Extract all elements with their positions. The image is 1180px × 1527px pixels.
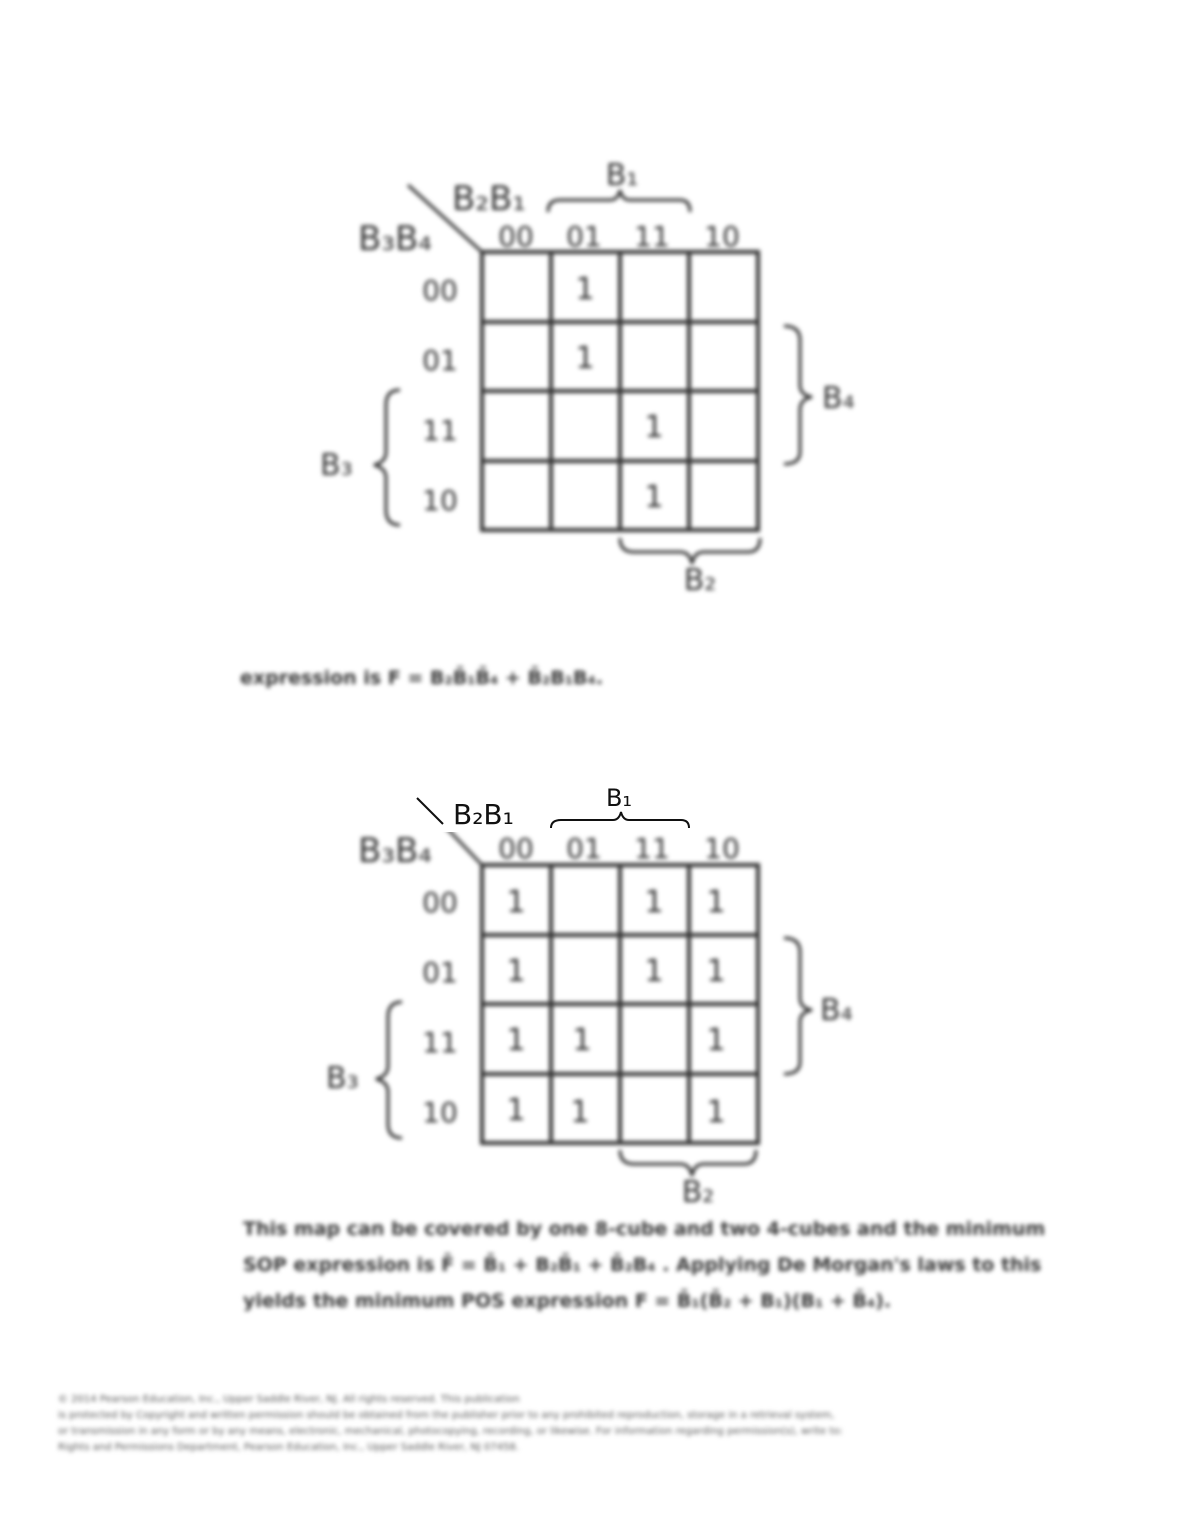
caption-line: This map can be covered by one 8-cube an… [243,1218,1046,1240]
col-var-label: B₂B₁ [453,798,514,831]
brace-top [546,189,692,213]
col-header: 10 [704,220,740,253]
kmap-cell: 1 [706,1095,725,1130]
kmap-cell: 1 [575,272,594,307]
handwritten-patch-svg: B₂B₁ B₁ [416,784,690,831]
col-header: 10 [704,832,740,865]
brace-bottom-label: B₂ [684,563,717,598]
brace-right [783,936,813,1076]
brace-bottom [618,537,762,565]
brace-top-label: B₁ [606,788,632,812]
brace-right [783,324,813,466]
karnaugh-map-2: B₃B₄ 00 01 11 10 00 01 11 10 1 1 1 [326,798,853,1210]
kmap-diagonal-sharp [416,797,444,825]
footer-line: Rights and Permissions Department, Pears… [58,1442,519,1453]
kmap-cell: 1 [706,885,725,920]
caption-line: yields the minimum POS expression F = B̄… [243,1290,892,1312]
caption-kmap-2: This map can be covered by one 8-cube an… [243,1211,1045,1319]
col-header: 01 [566,220,602,253]
brace-top [550,811,690,829]
kmap-cells: 1 1 1 1 [575,272,663,515]
kmap-cell: 1 [706,954,725,989]
brace-right-label: B₄ [822,381,855,416]
kmap-diagonal [406,183,484,254]
kmap-cell: 1 [506,1093,525,1128]
row-header: 10 [422,1096,458,1129]
row-var-label: B₃B₄ [358,219,432,259]
karnaugh-map-1: B₂B₁ B₃B₄ 00 01 11 10 00 01 11 10 1 [0,0,1180,644]
row-header: 01 [422,344,458,377]
kmap-cell: 1 [506,885,525,920]
footer-line: or transmission in any form or by any me… [58,1426,843,1437]
row-header: 11 [422,414,458,447]
handwritten-patch: B₂B₁ B₁ [413,784,713,832]
brace-left [373,388,401,527]
kmap-cells: 1 1 1 1 1 1 1 1 1 1 1 1 [506,885,725,1130]
kmap-cell: 1 [572,1023,591,1058]
row-header: 00 [422,274,458,307]
kmap-cell: 1 [575,341,594,376]
kmap-cell: 1 [570,1095,589,1130]
brace-left-label: B₃ [326,1061,359,1096]
footer-line: © 2014 Pearson Education, Inc., Upper Sa… [58,1394,520,1405]
row-header: 11 [422,1026,458,1059]
col-header: 01 [566,832,602,865]
row-header: 01 [422,956,458,989]
brace-left [375,1000,403,1140]
col-header: 00 [498,832,534,865]
kmap-grid [480,250,760,532]
copyright-footer: © 2014 Pearson Education, Inc., Upper Sa… [58,1392,1128,1456]
caption-line: SOP expression is F̄ = B̄₁ + B₂B̄₁ + B̄₂… [243,1254,1042,1276]
col-var-label: B₂B₁ [452,179,526,219]
brace-bottom-label: B₂ [682,1175,715,1210]
kmap-cell: 1 [644,885,663,920]
row-header: 10 [422,484,458,517]
col-header: 11 [634,220,670,253]
caption-kmap-1: expression is F = B₂B̄₁B̄₄ + B̄₂B₁B₄. [240,667,604,689]
kmap-cell: 1 [706,1023,725,1058]
brace-right-label: B₄ [820,993,853,1028]
col-header: 11 [634,832,670,865]
brace-top-label: B₁ [606,158,639,193]
kmap-cell: 1 [644,410,663,445]
row-header: 00 [422,886,458,919]
kmap-cell: 1 [506,1023,525,1058]
karnaugh-map-2-svg: B₃B₄ 00 01 11 10 00 01 11 10 1 1 1 [326,798,853,1210]
kmap-cell: 1 [644,480,663,515]
kmap-cell: 1 [644,954,663,989]
brace-left-label: B₃ [320,448,353,483]
row-var-label: B₃B₄ [358,831,432,871]
kmap-grid [480,863,760,1145]
brace-bottom [618,1149,758,1177]
footer-line: is protected by Copyright and written pe… [58,1410,835,1421]
karnaugh-map-1-svg: B₂B₁ B₃B₄ 00 01 11 10 00 01 11 10 1 [320,158,855,598]
kmap-cell: 1 [506,954,525,989]
col-header: 00 [498,220,534,253]
